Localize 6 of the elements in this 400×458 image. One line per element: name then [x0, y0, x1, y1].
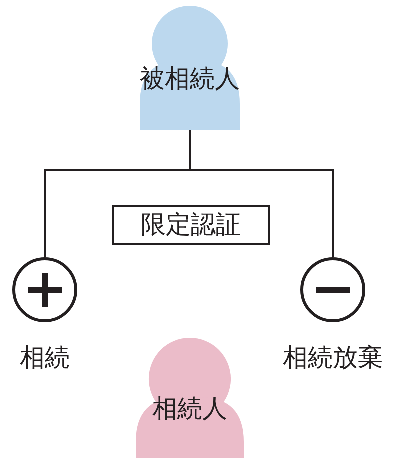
person-label: 被相続人	[139, 64, 241, 94]
option-label: 相続放棄	[282, 343, 384, 373]
label-box: 限定認証	[112, 205, 270, 245]
option-label: 相続	[19, 343, 71, 373]
person-label: 相続人	[152, 394, 228, 424]
connector-line	[189, 130, 334, 257]
